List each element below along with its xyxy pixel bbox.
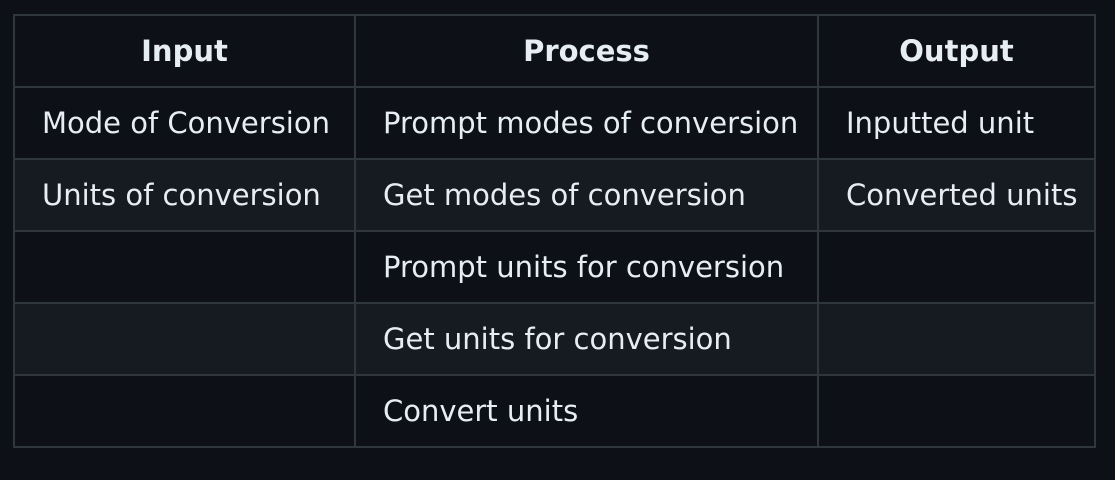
table-row: Units of conversion Get modes of convers… — [13, 158, 1096, 232]
header-input: Input — [13, 14, 356, 88]
table-row: Get units for conversion — [13, 302, 1096, 376]
process-cell: Get modes of conversion — [354, 158, 819, 232]
input-cell — [13, 302, 356, 376]
header-process: Process — [354, 14, 819, 88]
output-cell — [817, 302, 1096, 376]
output-cell: Converted units — [817, 158, 1096, 232]
process-cell: Prompt units for conversion — [354, 230, 819, 304]
input-cell — [13, 374, 356, 448]
process-cell: Get units for conversion — [354, 302, 819, 376]
input-cell: Units of conversion — [13, 158, 356, 232]
input-cell: Mode of Conversion — [13, 86, 356, 160]
table-row: Convert units — [13, 374, 1096, 448]
process-cell: Convert units — [354, 374, 819, 448]
table-row: Mode of Conversion Prompt modes of conve… — [13, 86, 1096, 160]
header-output: Output — [817, 14, 1096, 88]
output-cell: Inputted unit — [817, 86, 1096, 160]
input-cell — [13, 230, 356, 304]
process-cell: Prompt modes of conversion — [354, 86, 819, 160]
ipo-table: Input Process Output Mode of Conversion … — [13, 14, 1096, 448]
output-cell — [817, 230, 1096, 304]
table-header-row: Input Process Output — [13, 14, 1096, 88]
output-cell — [817, 374, 1096, 448]
table-row: Prompt units for conversion — [13, 230, 1096, 304]
